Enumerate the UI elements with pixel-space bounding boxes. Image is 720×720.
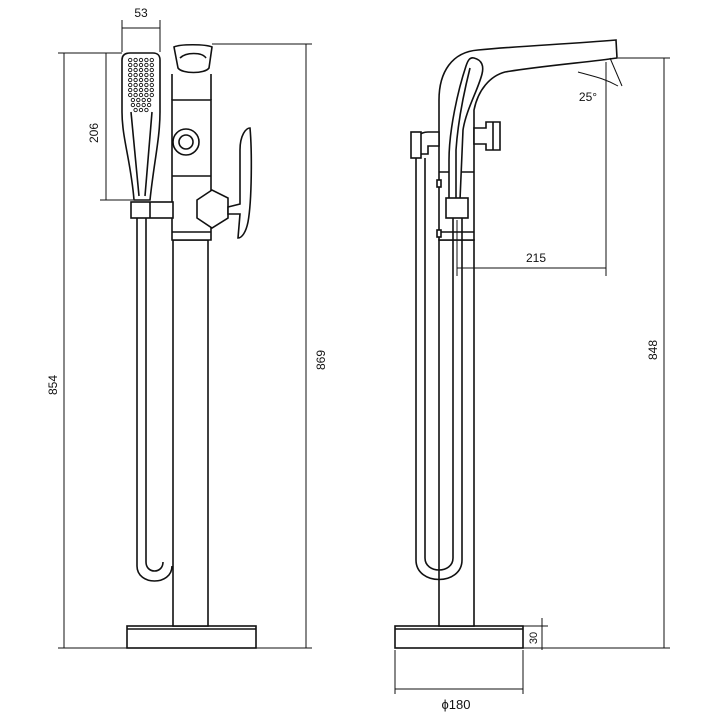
nozzle-dot	[144, 82, 149, 88]
dim-spout-reach-label: 215	[526, 251, 546, 265]
front-shower-nozzles	[128, 57, 154, 113]
dim-spout-angle-label: 25°	[579, 90, 597, 104]
dim-base-diameter: ϕ180	[394, 650, 524, 712]
dim-handshower-height-label: 206	[87, 123, 101, 143]
nozzle-dot	[149, 82, 154, 88]
nozzle-dot	[146, 97, 152, 103]
nozzle-dot	[133, 107, 138, 113]
front-thermostat-knob	[172, 128, 200, 156]
dim-spout-height: 848	[523, 57, 670, 649]
nozzle-dot	[133, 67, 138, 73]
nozzle-dot	[138, 92, 144, 98]
nozzle-dot	[128, 62, 133, 68]
side-view: 25° 215 848 30 ϕ180	[394, 39, 670, 712]
nozzle-dot	[144, 67, 149, 73]
dim-total-height-left: 854	[46, 52, 127, 649]
nozzle-dot	[130, 102, 136, 108]
nozzle-dot	[141, 97, 146, 103]
dim-total-height-right: 869	[212, 43, 328, 649]
nozzle-dot	[149, 77, 154, 83]
nozzle-dot	[141, 102, 146, 108]
nozzle-dot	[144, 77, 149, 83]
dim-total-height-right-label: 869	[314, 350, 328, 370]
nozzle-dot	[149, 72, 154, 78]
nozzle-dot	[138, 67, 144, 73]
front-holder-bracket	[130, 201, 174, 219]
dim-spout-height-label: 848	[646, 340, 660, 360]
dim-handshower-width: 53	[121, 6, 161, 52]
side-hand-shower	[448, 57, 484, 201]
nozzle-dot	[128, 57, 133, 63]
nozzle-dot	[130, 97, 136, 103]
nozzle-dot	[144, 62, 149, 68]
nozzle-dot	[144, 107, 149, 113]
nozzle-dot	[133, 77, 138, 83]
nozzle-dot	[128, 67, 133, 73]
dim-spout-reach: 215	[456, 90, 607, 276]
dim-base-diameter-label: ϕ180	[442, 697, 471, 712]
front-pillar	[172, 239, 209, 627]
nozzle-dot	[136, 97, 141, 103]
nozzle-dot	[146, 102, 152, 108]
nozzle-dot	[149, 57, 154, 63]
nozzle-dot	[138, 82, 144, 88]
nozzle-dot	[144, 57, 149, 63]
nozzle-dot	[133, 62, 138, 68]
front-diverter-hex	[196, 189, 229, 229]
nozzle-dot	[138, 62, 144, 68]
nozzle-dot	[149, 87, 154, 93]
nozzle-dot	[144, 72, 149, 78]
nozzle-dot	[138, 72, 144, 78]
dim-base-height: 30	[523, 618, 548, 650]
nozzle-dot	[138, 107, 144, 113]
nozzle-dot	[144, 92, 149, 98]
nozzle-dot	[138, 77, 144, 83]
nozzle-dot	[133, 82, 138, 88]
nozzle-dot	[133, 57, 138, 63]
nozzle-dot	[136, 102, 141, 108]
nozzle-dot	[133, 92, 138, 98]
nozzle-dot	[128, 87, 133, 93]
nozzle-dot	[133, 72, 138, 78]
front-hose	[136, 218, 173, 582]
nozzle-dot	[144, 87, 149, 93]
nozzle-dot	[138, 57, 144, 63]
dim-spout-angle: 25°	[577, 57, 623, 104]
front-hand-shower	[121, 52, 161, 201]
nozzle-dot	[149, 67, 154, 73]
side-hose	[415, 158, 463, 581]
dim-base-height-label: 30	[528, 632, 540, 644]
front-lever-handle	[227, 127, 253, 239]
nozzle-dot	[133, 87, 138, 93]
nozzle-dot	[128, 72, 133, 78]
dim-total-height-left-label: 854	[46, 375, 60, 395]
nozzle-dot	[128, 82, 133, 88]
side-holder	[445, 197, 469, 219]
nozzle-dot	[149, 92, 154, 98]
side-pillar	[438, 239, 475, 627]
nozzle-dot	[138, 87, 144, 93]
front-view: 53 206 854 869	[46, 6, 328, 649]
front-spout	[173, 43, 213, 74]
dim-handshower-width-label: 53	[134, 6, 148, 20]
side-diverter-connector	[473, 121, 501, 151]
nozzle-dot	[128, 77, 133, 83]
nozzle-dot	[128, 92, 133, 98]
nozzle-dot	[149, 62, 154, 68]
